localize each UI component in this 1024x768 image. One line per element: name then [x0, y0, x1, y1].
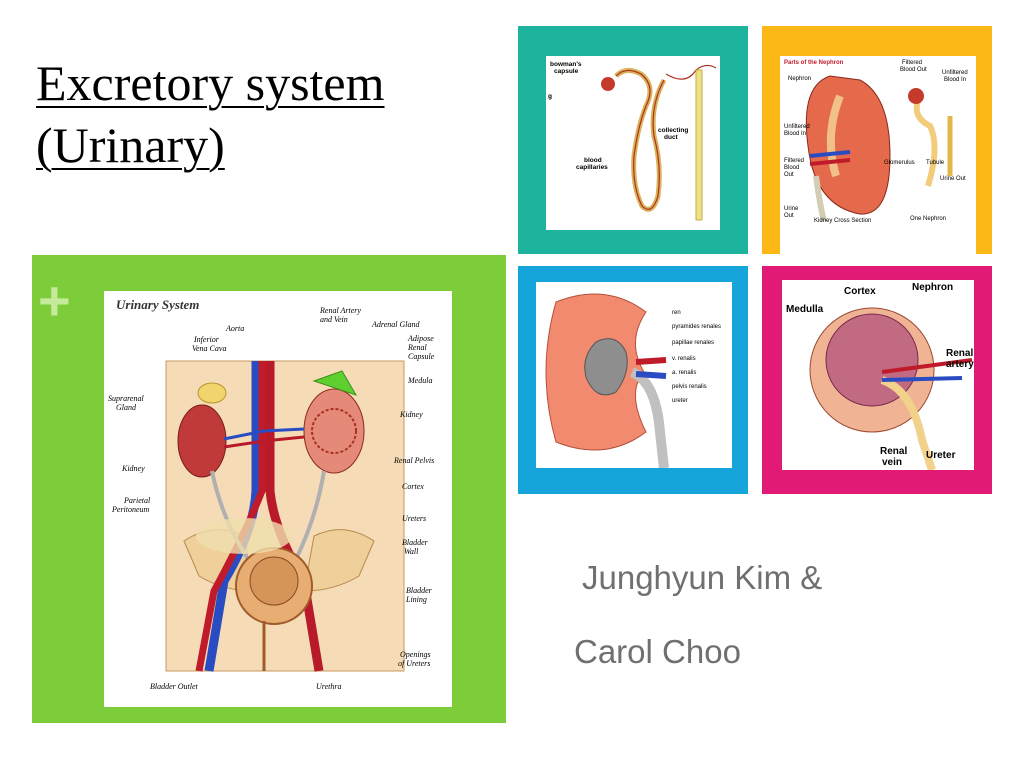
label-urine-out-left-1: Urine [784, 206, 799, 212]
author-1: Junghyun Kim & [582, 559, 823, 596]
label-blood-cap-1: blood [584, 157, 602, 164]
label-suprarenal-1: Suprarenal [108, 394, 144, 403]
label-glomerulus: g [548, 93, 552, 100]
label-collecting-1: collecting [658, 127, 688, 134]
label-pyramides: pyramides renales [672, 324, 721, 330]
label-bladder-lining-2: Lining [405, 595, 427, 604]
label-bladder-lining-1: Bladder [406, 586, 433, 595]
label-filtered-top-2: Blood Out [900, 67, 927, 73]
nephron-svg: bowman's capsule g collecting duct blood… [546, 56, 720, 230]
label-renal-vein-2: vein [882, 457, 902, 468]
label-a-renalis: a. renalis [672, 370, 696, 376]
label-papillae: papillae renales [672, 340, 714, 346]
urinary-system-diagram: Urinary System Aorta Renal Artery and Ve… [104, 291, 452, 707]
label-renal-pelvis: Renal Pelvis [393, 456, 434, 465]
label-adipose-3: Capsule [408, 352, 435, 361]
kidney-latin-labels: ren pyramides renales papillae renales v… [672, 310, 721, 404]
kidney-latin-frame: ren pyramides renales papillae renales v… [518, 266, 748, 494]
label-bowmans-1: bowman's [550, 61, 582, 68]
author-2: Carol Choo [574, 633, 741, 670]
label-adrenal-gland: Adrenal Gland [371, 320, 420, 329]
label-filtered-1: Filtered [784, 158, 804, 164]
label-parietal-1: Parietal [123, 496, 151, 505]
label-unfiltered-top-1: Unfiltered [942, 70, 968, 76]
label-ureter-latin: ureter [672, 398, 688, 404]
label-kidney-cross: Kidney Cross Section [814, 218, 871, 224]
urinary-system-svg: Urinary System Aorta Renal Artery and Ve… [104, 291, 452, 707]
parts-nephron-svg: Parts of the Nephron Nephron Filtered Bl… [780, 56, 976, 256]
label-adipose-2: Renal [407, 343, 427, 352]
label-urine-out-left-2: Out [784, 213, 794, 219]
kidney-structure-diagram: Cortex Nephron Medulla Renal artery Rena… [782, 280, 974, 470]
label-openings-2: of Ureters [398, 659, 430, 668]
label-renal-artery-2: and Vein [320, 315, 348, 324]
kidney-latin-diagram: ren pyramides renales papillae renales v… [536, 282, 732, 468]
label-renal-artery-struct-2: artery [946, 359, 974, 370]
label-cortex-struct: Cortex [844, 286, 876, 297]
label-glomerulus-parts: Glomerulus [884, 160, 915, 166]
label-pelvis: pelvis renalis [672, 384, 707, 390]
label-tubule: Tubule [926, 160, 945, 166]
label-bladder-outlet: Bladder Outlet [150, 682, 199, 691]
label-cortex: Cortex [402, 482, 424, 491]
label-unfiltered-2: Blood In [784, 131, 806, 137]
plus-icon: + [38, 269, 71, 332]
title-line-2: (Urinary) [36, 117, 225, 173]
label-ureter-struct: Ureter [926, 450, 956, 461]
label-one-nephron: One Nephron [910, 216, 946, 222]
label-renal-artery-1: Renal Artery [319, 306, 361, 315]
label-filtered-2: Blood [784, 165, 799, 171]
slide-title: Excretory system (Urinary) [36, 52, 496, 176]
label-bladder-wall-1: Bladder [402, 538, 429, 547]
kidney-structure-frame: Cortex Nephron Medulla Renal artery Rena… [762, 266, 992, 494]
urinary-system-frame: + [32, 255, 506, 723]
parts-nephron-frame: Parts of the Nephron Nephron Filtered Bl… [762, 26, 992, 256]
label-medula: Medula [407, 376, 432, 385]
label-v-renalis: v. renalis [672, 356, 696, 362]
label-renal-vein-1: Renal [880, 446, 907, 457]
label-ureters: Ureters [402, 514, 426, 523]
label-nephron-struct: Nephron [912, 282, 953, 293]
label-kidney-left: Kidney [121, 464, 145, 473]
label-openings-1: Openings [400, 650, 431, 659]
parts-heading: Parts of the Nephron [784, 60, 844, 66]
label-urethra: Urethra [316, 682, 341, 691]
label-unfiltered-top-2: Blood In [944, 77, 966, 83]
label-bowmans-2: capsule [554, 68, 579, 75]
label-ivc-2: Vena Cava [192, 344, 226, 353]
label-ren: ren [672, 310, 681, 316]
label-kidney-right: Kidney [399, 410, 423, 419]
label-bladder-wall-2: Wall [404, 547, 419, 556]
kidney-structure-svg: Cortex Nephron Medulla Renal artery Rena… [782, 280, 974, 470]
label-renal-artery-struct-1: Renal [946, 348, 973, 359]
parts-nephron-diagram: Parts of the Nephron Nephron Filtered Bl… [780, 56, 976, 256]
urinary-heading: Urinary System [116, 297, 199, 312]
nephron-diagram: bowman's capsule g collecting duct blood… [546, 56, 720, 230]
label-filtered-3: Out [784, 172, 794, 178]
label-collecting-2: duct [664, 134, 679, 141]
label-unfiltered-1: Unfiltered [784, 124, 810, 130]
label-aorta: Aorta [225, 324, 244, 333]
label-adipose-1: Adipose [407, 334, 434, 343]
label-suprarenal-2: Gland [116, 403, 137, 412]
kidney-latin-svg: ren pyramides renales papillae renales v… [536, 282, 732, 468]
label-filtered-top-1: Filtered [902, 60, 922, 66]
title-line-1: Excretory system [36, 55, 385, 111]
label-parietal-2: Peritoneum [111, 505, 150, 514]
label-medulla: Medulla [786, 304, 824, 315]
label-urine-out-right: Urine Out [940, 176, 966, 182]
label-nephron: Nephron [788, 76, 811, 82]
nephron-frame: bowman's capsule g collecting duct blood… [518, 26, 748, 254]
label-blood-cap-2: capillaries [576, 164, 608, 171]
label-ivc-1: Inferior [193, 335, 220, 344]
